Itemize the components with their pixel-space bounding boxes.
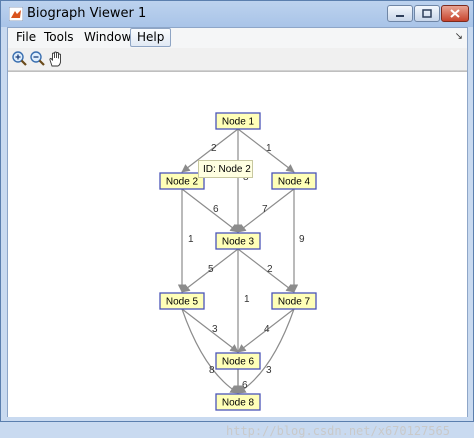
graph-node-node7[interactable]: Node 7 [271, 292, 317, 310]
node-box[interactable] [215, 393, 261, 411]
node-box[interactable] [159, 292, 205, 310]
edge-weight-label: 9 [299, 234, 305, 245]
close-icon [450, 9, 460, 18]
edge-weight-label: 2 [267, 264, 273, 275]
node-box[interactable] [271, 172, 317, 190]
node-label: Node 8 [222, 398, 255, 409]
menu-help[interactable]: Help [130, 28, 172, 47]
node-tooltip: ID: Node 2 [198, 160, 253, 178]
graph-node-node2[interactable]: Node 2 [159, 172, 205, 190]
node-label: Node 4 [278, 177, 311, 188]
close-button[interactable] [441, 5, 469, 22]
edge-weight-label: 2 [211, 143, 217, 154]
zoom-in-icon[interactable] [11, 50, 29, 68]
menu-window[interactable]: Window [84, 30, 132, 44]
node-label: Node 2 [166, 177, 199, 188]
edge-node3-node5[interactable] [181, 248, 239, 293]
edge-weight-label: 6 [213, 204, 219, 215]
edge-weight-label: 7 [262, 204, 268, 215]
node-label: Node 5 [166, 297, 199, 308]
node-box[interactable] [159, 172, 205, 190]
pan-hand-icon[interactable] [47, 50, 65, 68]
graph-node-node3[interactable]: Node 3 [215, 232, 261, 250]
node-label: Node 1 [222, 117, 255, 128]
menu-bar: File Tools Window Help ↘ [8, 28, 467, 49]
matlab-app-icon [9, 7, 23, 21]
graph-node-node5[interactable]: Node 5 [159, 292, 205, 310]
zoom-out-icon[interactable] [29, 50, 47, 68]
node-label: Node 3 [222, 237, 255, 248]
edge-weight-label: 6 [242, 380, 248, 391]
edge-weight-label: 3 [266, 365, 272, 376]
window-title: Biograph Viewer 1 [27, 6, 147, 21]
edge-node5-node8[interactable] [181, 308, 239, 394]
edge-weight-label: 3 [212, 324, 218, 335]
edge-weight-label: 1 [244, 294, 250, 305]
graph-node-node4[interactable]: Node 4 [271, 172, 317, 190]
edge-weight-label: 5 [208, 264, 214, 275]
graph-node-node8[interactable]: Node 8 [215, 393, 261, 411]
edge-weight-label: 1 [188, 234, 194, 245]
minimize-icon [396, 15, 404, 17]
minimize-button[interactable] [387, 5, 413, 22]
edge-weight-label: 4 [264, 324, 270, 335]
title-bar[interactable]: Biograph Viewer 1 [1, 1, 473, 27]
client-area: File Tools Window Help ↘ [7, 27, 468, 438]
node-label: Node 7 [278, 297, 311, 308]
node-label: Node 6 [222, 357, 255, 368]
edge-node7-node8[interactable] [237, 308, 295, 394]
node-box[interactable] [271, 292, 317, 310]
edge-weight-label: 1 [266, 143, 272, 154]
toolbar [8, 48, 467, 71]
node-box[interactable] [215, 352, 261, 370]
maximize-button[interactable] [414, 5, 440, 22]
menu-tools[interactable]: Tools [44, 30, 74, 44]
edge-node4-node3[interactable] [237, 188, 295, 233]
watermark: http://blog.csdn.net/x670127565 [226, 424, 450, 438]
menu-dock-arrow-icon[interactable]: ↘ [454, 31, 463, 42]
edge-node1-node4[interactable] [237, 128, 295, 173]
node-box[interactable] [215, 112, 261, 130]
graph-node-node6[interactable]: Node 6 [215, 352, 261, 370]
edge-node7-node6[interactable] [237, 308, 295, 353]
edge-weight-label: 8 [209, 365, 215, 376]
edge-node3-node7[interactable] [237, 248, 295, 293]
edge-node2-node3[interactable] [181, 188, 239, 233]
edge-node1-node2[interactable] [181, 128, 239, 173]
maximize-icon [422, 9, 432, 18]
graph-node-node1[interactable]: Node 1 [215, 112, 261, 130]
node-box[interactable] [215, 232, 261, 250]
menu-file[interactable]: File [16, 30, 37, 44]
edge-node5-node6[interactable] [181, 308, 239, 353]
